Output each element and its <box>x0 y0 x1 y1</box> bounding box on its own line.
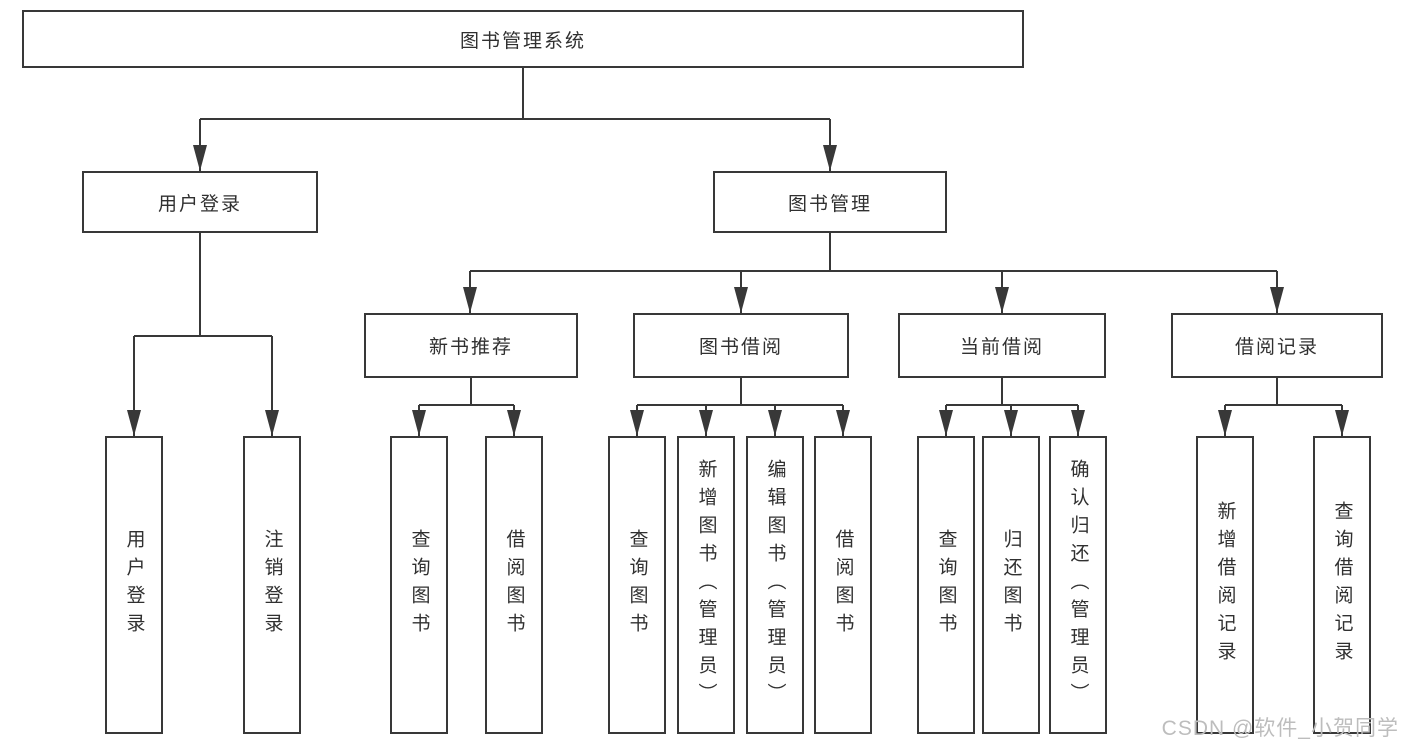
node-current-borrowing: 当前借阅 <box>898 313 1106 378</box>
leaf-query-borrow-record: 查询借阅记录 <box>1313 436 1371 734</box>
leaf-query-books-current: 查询图书 <box>917 436 975 734</box>
leaf-logout: 注销登录 <box>243 436 301 734</box>
node-library-management-system: 图书管理系统 <box>22 10 1024 68</box>
node-book-borrowing: 图书借阅 <box>633 313 849 378</box>
leaf-confirm-return-admin: 确认归还（管理员） <box>1049 436 1107 734</box>
leaf-edit-books-admin: 编辑图书（管理员） <box>746 436 804 734</box>
node-book-management: 图书管理 <box>713 171 947 233</box>
leaf-query-books-borrowing: 查询图书 <box>608 436 666 734</box>
leaf-user-login: 用户登录 <box>105 436 163 734</box>
leaf-return-books: 归还图书 <box>982 436 1040 734</box>
csdn-watermark: CSDN @软件_小贺同学 <box>1161 717 1399 740</box>
leaf-add-books-admin: 新增图书（管理员） <box>677 436 735 734</box>
leaf-borrow-books-borrowing: 借阅图书 <box>814 436 872 734</box>
node-user-login: 用户登录 <box>82 171 318 233</box>
node-new-book-recommendation: 新书推荐 <box>364 313 578 378</box>
leaf-query-books-recommend: 查询图书 <box>390 436 448 734</box>
leaf-add-borrow-record: 新增借阅记录 <box>1196 436 1254 734</box>
leaf-borrow-books-recommend: 借阅图书 <box>485 436 543 734</box>
node-borrowing-records: 借阅记录 <box>1171 313 1383 378</box>
